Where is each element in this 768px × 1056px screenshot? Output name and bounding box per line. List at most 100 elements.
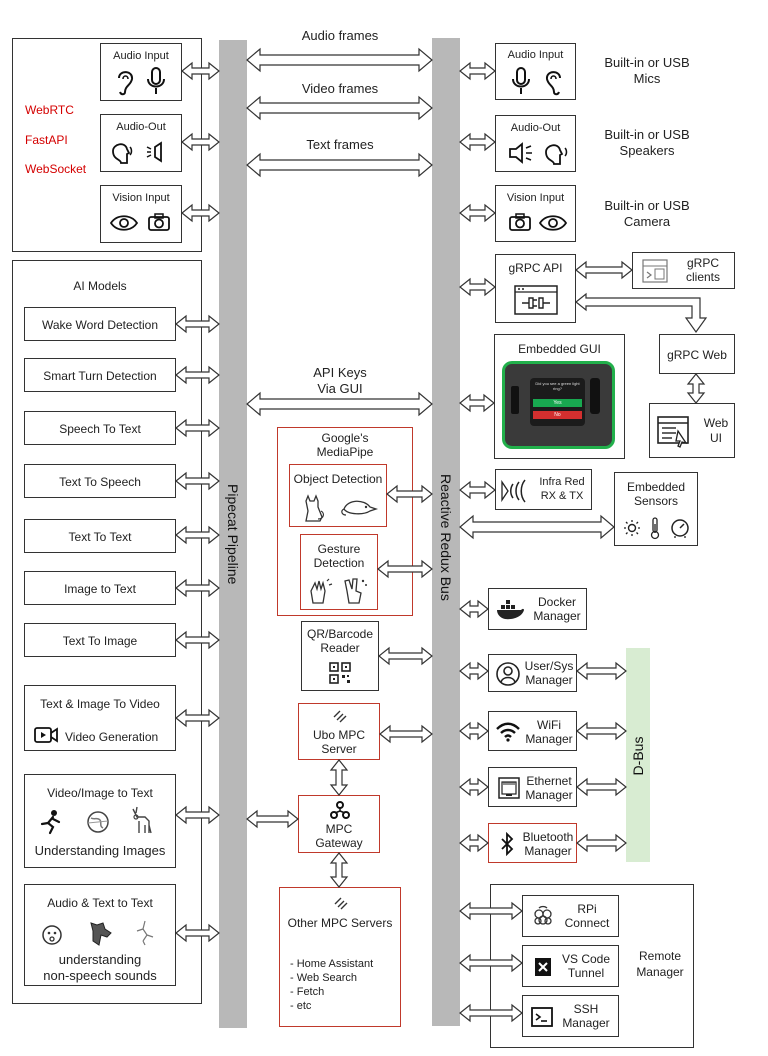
api-plug-icon xyxy=(514,285,558,315)
audio-frames-arrow xyxy=(246,47,433,73)
docker-label-2: Manager xyxy=(533,609,581,623)
model-text-to-text-label: Text To Text xyxy=(68,530,132,544)
mics-label-1: Built-in or USB xyxy=(604,55,690,70)
user-label-1: User/Sys xyxy=(524,659,574,673)
audio-text-caption-1: understanding xyxy=(58,952,142,967)
model-understanding-images: Video/Image to Text Understanding Images xyxy=(24,774,176,868)
ai-model-arrow xyxy=(175,630,220,650)
gateway-other-arrow xyxy=(329,852,349,888)
bluetooth-arrow xyxy=(459,833,489,853)
audio-input-arrow xyxy=(181,61,220,81)
left-audio-input-label: Audio Input xyxy=(113,50,169,62)
model-speech-to-text-label: Speech To Text xyxy=(59,422,141,436)
browser-window-icon xyxy=(642,259,668,283)
understanding-images-caption: Understanding Images xyxy=(34,843,166,858)
right-audio-input: Audio Input xyxy=(495,43,576,100)
ai-model-arrow xyxy=(175,805,220,825)
protocol-websocket: WebSocket xyxy=(25,162,87,176)
user-label-2: Manager xyxy=(525,673,573,687)
speakers-label-1: Built-in or USB xyxy=(604,127,690,142)
text-frames-arrow xyxy=(246,152,433,178)
vscode-arrow xyxy=(459,953,523,973)
right-vision-input: Vision Input xyxy=(495,185,576,242)
crying-baby-icon xyxy=(42,925,62,945)
model-image-to-text: Image to Text xyxy=(24,571,176,605)
infrared-arrow xyxy=(459,480,496,500)
ai-model-arrow xyxy=(175,418,220,438)
eye-icon xyxy=(109,215,139,231)
ubo-mpc-arrow xyxy=(379,724,433,744)
bluetooth-dbus-arrow xyxy=(576,833,627,853)
model-wake-word: Wake Word Detection xyxy=(24,307,176,341)
video-generation-title: Text & Image To Video xyxy=(40,697,160,711)
grpc-clients-label-2: clients xyxy=(685,270,720,284)
video-camera-icon xyxy=(34,727,58,743)
web-ui-box: Web UI xyxy=(649,403,735,458)
object-detection-box: Object Detection xyxy=(289,464,387,527)
web-ui-label-1: Web xyxy=(703,416,729,430)
vscode-label-1: VS Code xyxy=(561,952,611,966)
web-ui-label-2: UI xyxy=(710,431,722,445)
other-mpc-item: - Fetch xyxy=(290,986,325,998)
bluetooth-icon xyxy=(501,832,514,856)
speaking-head-icon xyxy=(112,143,133,164)
device-display: Did you see a green light ring? Yes No xyxy=(530,378,585,426)
ai-model-arrow xyxy=(175,471,220,491)
gesture-label-1: Gesture xyxy=(317,542,361,556)
left-vision-input: Vision Input xyxy=(100,185,182,243)
left-audio-out-label: Audio-Out xyxy=(116,121,166,133)
grpc-api-web-arrow xyxy=(575,292,708,334)
model-text-to-image: Text To Image xyxy=(24,623,176,657)
other-mpc-servers-box: Other MPC Servers - Home Assistant - Web… xyxy=(279,887,401,1027)
ssh-manager-box: SSH Manager xyxy=(522,995,619,1037)
gui-no-button[interactable]: No xyxy=(533,411,582,419)
victory-hand-icon xyxy=(344,578,367,604)
gesture-arrow xyxy=(377,559,433,579)
infrared-label-1: Infra Red xyxy=(539,476,585,488)
user-arrow xyxy=(459,661,489,681)
wifi-arrow xyxy=(459,721,489,741)
grpc-web-label: gRPC Web xyxy=(667,348,727,362)
video-generation-caption: Video Generation xyxy=(65,730,159,744)
infrared-label-2: RX & TX xyxy=(540,490,584,502)
ear-icon xyxy=(546,71,561,96)
embedded-gui-box: Embedded GUI Did you see a green light r… xyxy=(494,334,625,459)
video-frames-label: Video frames xyxy=(301,81,379,96)
right-audio-input-arrow xyxy=(459,61,496,81)
bluetooth-label-1: Bluetooth xyxy=(522,830,574,844)
left-audio-input: Audio Input xyxy=(100,43,182,101)
cat-icon xyxy=(305,494,324,522)
user-sys-manager-box: User/Sys Manager xyxy=(488,654,577,692)
model-text-to-image-label: Text To Image xyxy=(62,634,138,648)
remote-manager-label-2: Manager xyxy=(636,965,684,979)
bluetooth-manager-box: Bluetooth Manager xyxy=(488,823,577,863)
understanding-images-title: Video/Image to Text xyxy=(47,786,153,800)
grpc-clients-box: gRPC clients xyxy=(632,252,735,289)
ai-model-arrow xyxy=(175,314,220,334)
grpc-clients-label-1: gRPC xyxy=(686,256,719,270)
ai-models-title: AI Models xyxy=(73,279,127,293)
raspberry-icon xyxy=(534,905,552,925)
mcp-logo-icon xyxy=(334,897,348,910)
qr-reader-box: QR/Barcode Reader xyxy=(301,621,379,691)
vscode-label-2: Tunnel xyxy=(567,966,605,980)
device-right-buttons xyxy=(590,378,600,414)
grpc-web-box: gRPC Web xyxy=(659,334,735,374)
globe-icon xyxy=(87,811,109,833)
terminal-icon xyxy=(531,1007,553,1027)
deer-icon xyxy=(132,806,152,834)
other-mpc-item: - Web Search xyxy=(290,972,358,984)
gui-yes-button[interactable]: Yes xyxy=(533,399,582,407)
model-text-to-speech-label: Text To Speech xyxy=(59,475,141,489)
rpi-label-1: RPi xyxy=(577,902,597,916)
wifi-icon xyxy=(496,722,520,742)
qr-label-1: QR/Barcode xyxy=(306,627,374,641)
audio-text-title: Audio & Text to Text xyxy=(47,896,153,910)
model-text-to-speech: Text To Speech xyxy=(24,464,176,498)
audio-frames-label: Audio frames xyxy=(301,28,379,43)
grpc-clients-arrow xyxy=(575,260,633,280)
gesture-label-2: Detection xyxy=(313,556,365,570)
model-text-to-text: Text To Text xyxy=(24,519,176,553)
speaker-icon xyxy=(509,142,532,164)
protocol-webrtc: WebRTC xyxy=(25,103,74,117)
